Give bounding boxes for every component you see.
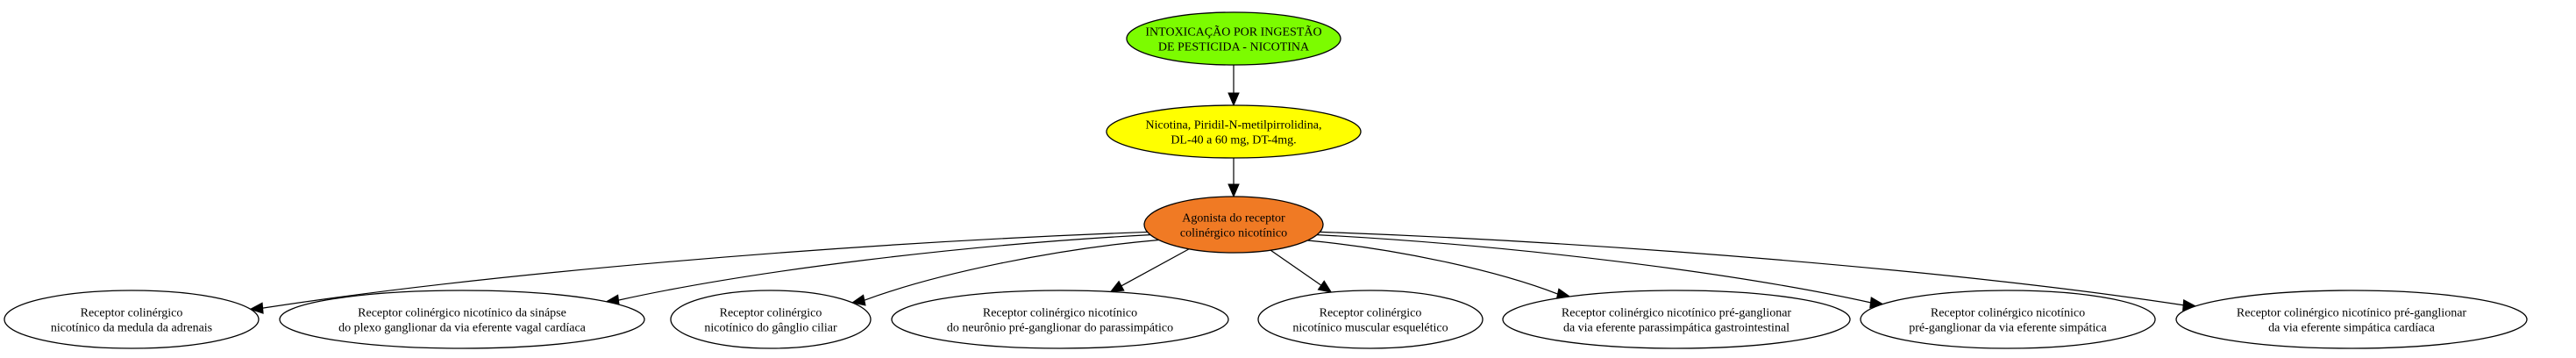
node-r4: Receptor colinérgico nicotínico do neurôn…: [891, 290, 1229, 349]
node-r3: Receptor colinérgico nicotínico do gângli…: [670, 290, 872, 349]
edge-mech-to-r6: [1307, 240, 1571, 300]
node-label: Receptor colinérgico: [81, 307, 183, 320]
node-ellipse: [1257, 290, 1484, 349]
node-r7: Receptor colinérgico nicotínico pré-gangl…: [1860, 290, 2156, 349]
node-label: do plexo ganglionar da via eferente vaga…: [338, 322, 587, 335]
node-label: Nicotina, Piridil-N-metilpirrolidina,: [1145, 119, 1321, 132]
edge-mech-to-r4: [1109, 248, 1190, 293]
node-label: nicotínico da medula da adrenais: [51, 322, 212, 335]
node-label: Receptor colinérgico: [720, 307, 822, 320]
node-label: Agonista do receptor: [1182, 212, 1285, 226]
arrowhead-icon: [1228, 183, 1240, 198]
node-label: Receptor colinérgico nicotínico: [983, 307, 1137, 320]
node-ellipse: [670, 290, 872, 349]
edge-mech-to-r1: [249, 231, 1148, 314]
node-agent: Nicotina, Piridil-N-metilpirrolidina, DL-…: [1106, 104, 1362, 159]
node-r5: Receptor colinérgico nicotínico muscular …: [1257, 290, 1484, 349]
edge-line: [864, 239, 1159, 301]
node-label: Receptor colinérgico nicotínico da sináp…: [358, 307, 566, 320]
node-label: do neurônio pré-ganglionar do parassimpá…: [947, 322, 1173, 335]
node-label: nicotínico do gânglio ciliar: [704, 322, 837, 335]
arrowhead-icon: [1228, 92, 1240, 107]
node-ellipse: [1106, 104, 1362, 159]
edge-agent-to-mech: [1228, 158, 1240, 198]
node-label: colinérgico nicotínico: [1180, 227, 1287, 240]
node-root: INTOXICAÇÃO POR INGESTÃO DE PESTICIDA - N…: [1126, 11, 1341, 66]
edge-line: [1316, 234, 1871, 304]
node-ellipse: [4, 290, 260, 349]
node-label: Receptor colinérgico: [1320, 307, 1422, 320]
edge-line: [1270, 249, 1322, 286]
node-ellipse: [1126, 11, 1341, 66]
node-ellipse: [279, 290, 645, 349]
node-ellipse: [1143, 196, 1324, 254]
arrowhead-icon: [1109, 280, 1125, 293]
node-r1: Receptor colinérgico nicotínico da medula…: [4, 290, 260, 349]
nodes-layer: INTOXICAÇÃO POR INGESTÃO DE PESTICIDA - N…: [4, 11, 2528, 349]
node-label: Receptor colinérgico nicotínico pré-gang…: [2237, 307, 2466, 320]
arrowhead-icon: [249, 302, 264, 314]
node-r2: Receptor colinérgico nicotínico da sináp…: [279, 290, 645, 349]
node-ellipse: [2175, 290, 2528, 349]
node-label: Receptor colinérgico nicotínico pré-gang…: [1562, 307, 1791, 320]
edge-root-to-agent: [1228, 65, 1240, 107]
node-ellipse: [1502, 290, 1851, 349]
node-label: da via eferente simpática cardíaca: [2268, 322, 2435, 335]
edge-line: [1307, 240, 1558, 295]
node-label: nicotínico muscular esquelético: [1292, 322, 1448, 335]
edge-line: [1121, 248, 1190, 287]
node-label: INTOXICAÇÃO POR INGESTÃO: [1145, 25, 1321, 39]
node-ellipse: [891, 290, 1229, 349]
node-r6: Receptor colinérgico nicotínico pré-gang…: [1502, 290, 1851, 349]
node-label: pré-ganglionar da via eferente simpática: [1909, 322, 2107, 335]
node-label: Receptor colinérgico nicotínico: [1931, 307, 2085, 320]
node-label: DE PESTICIDA - NICOTINA: [1158, 41, 1310, 54]
node-r8: Receptor colinérgico nicotínico pré-gang…: [2175, 290, 2528, 349]
edge-mech-to-r5: [1270, 249, 1333, 293]
node-ellipse: [1860, 290, 2156, 349]
arrowhead-icon: [850, 294, 866, 306]
edge-line: [618, 234, 1151, 301]
node-label: da via eferente parassimpática gastroint…: [1563, 322, 1790, 335]
arrowhead-icon: [1317, 280, 1333, 293]
node-label: DL-40 a 60 mg, DT-4mg.: [1171, 134, 1296, 147]
edge-line: [1320, 231, 2184, 306]
edges-layer: [249, 65, 2197, 314]
edge-mech-to-r3: [850, 239, 1159, 306]
edge-line: [262, 231, 1148, 309]
